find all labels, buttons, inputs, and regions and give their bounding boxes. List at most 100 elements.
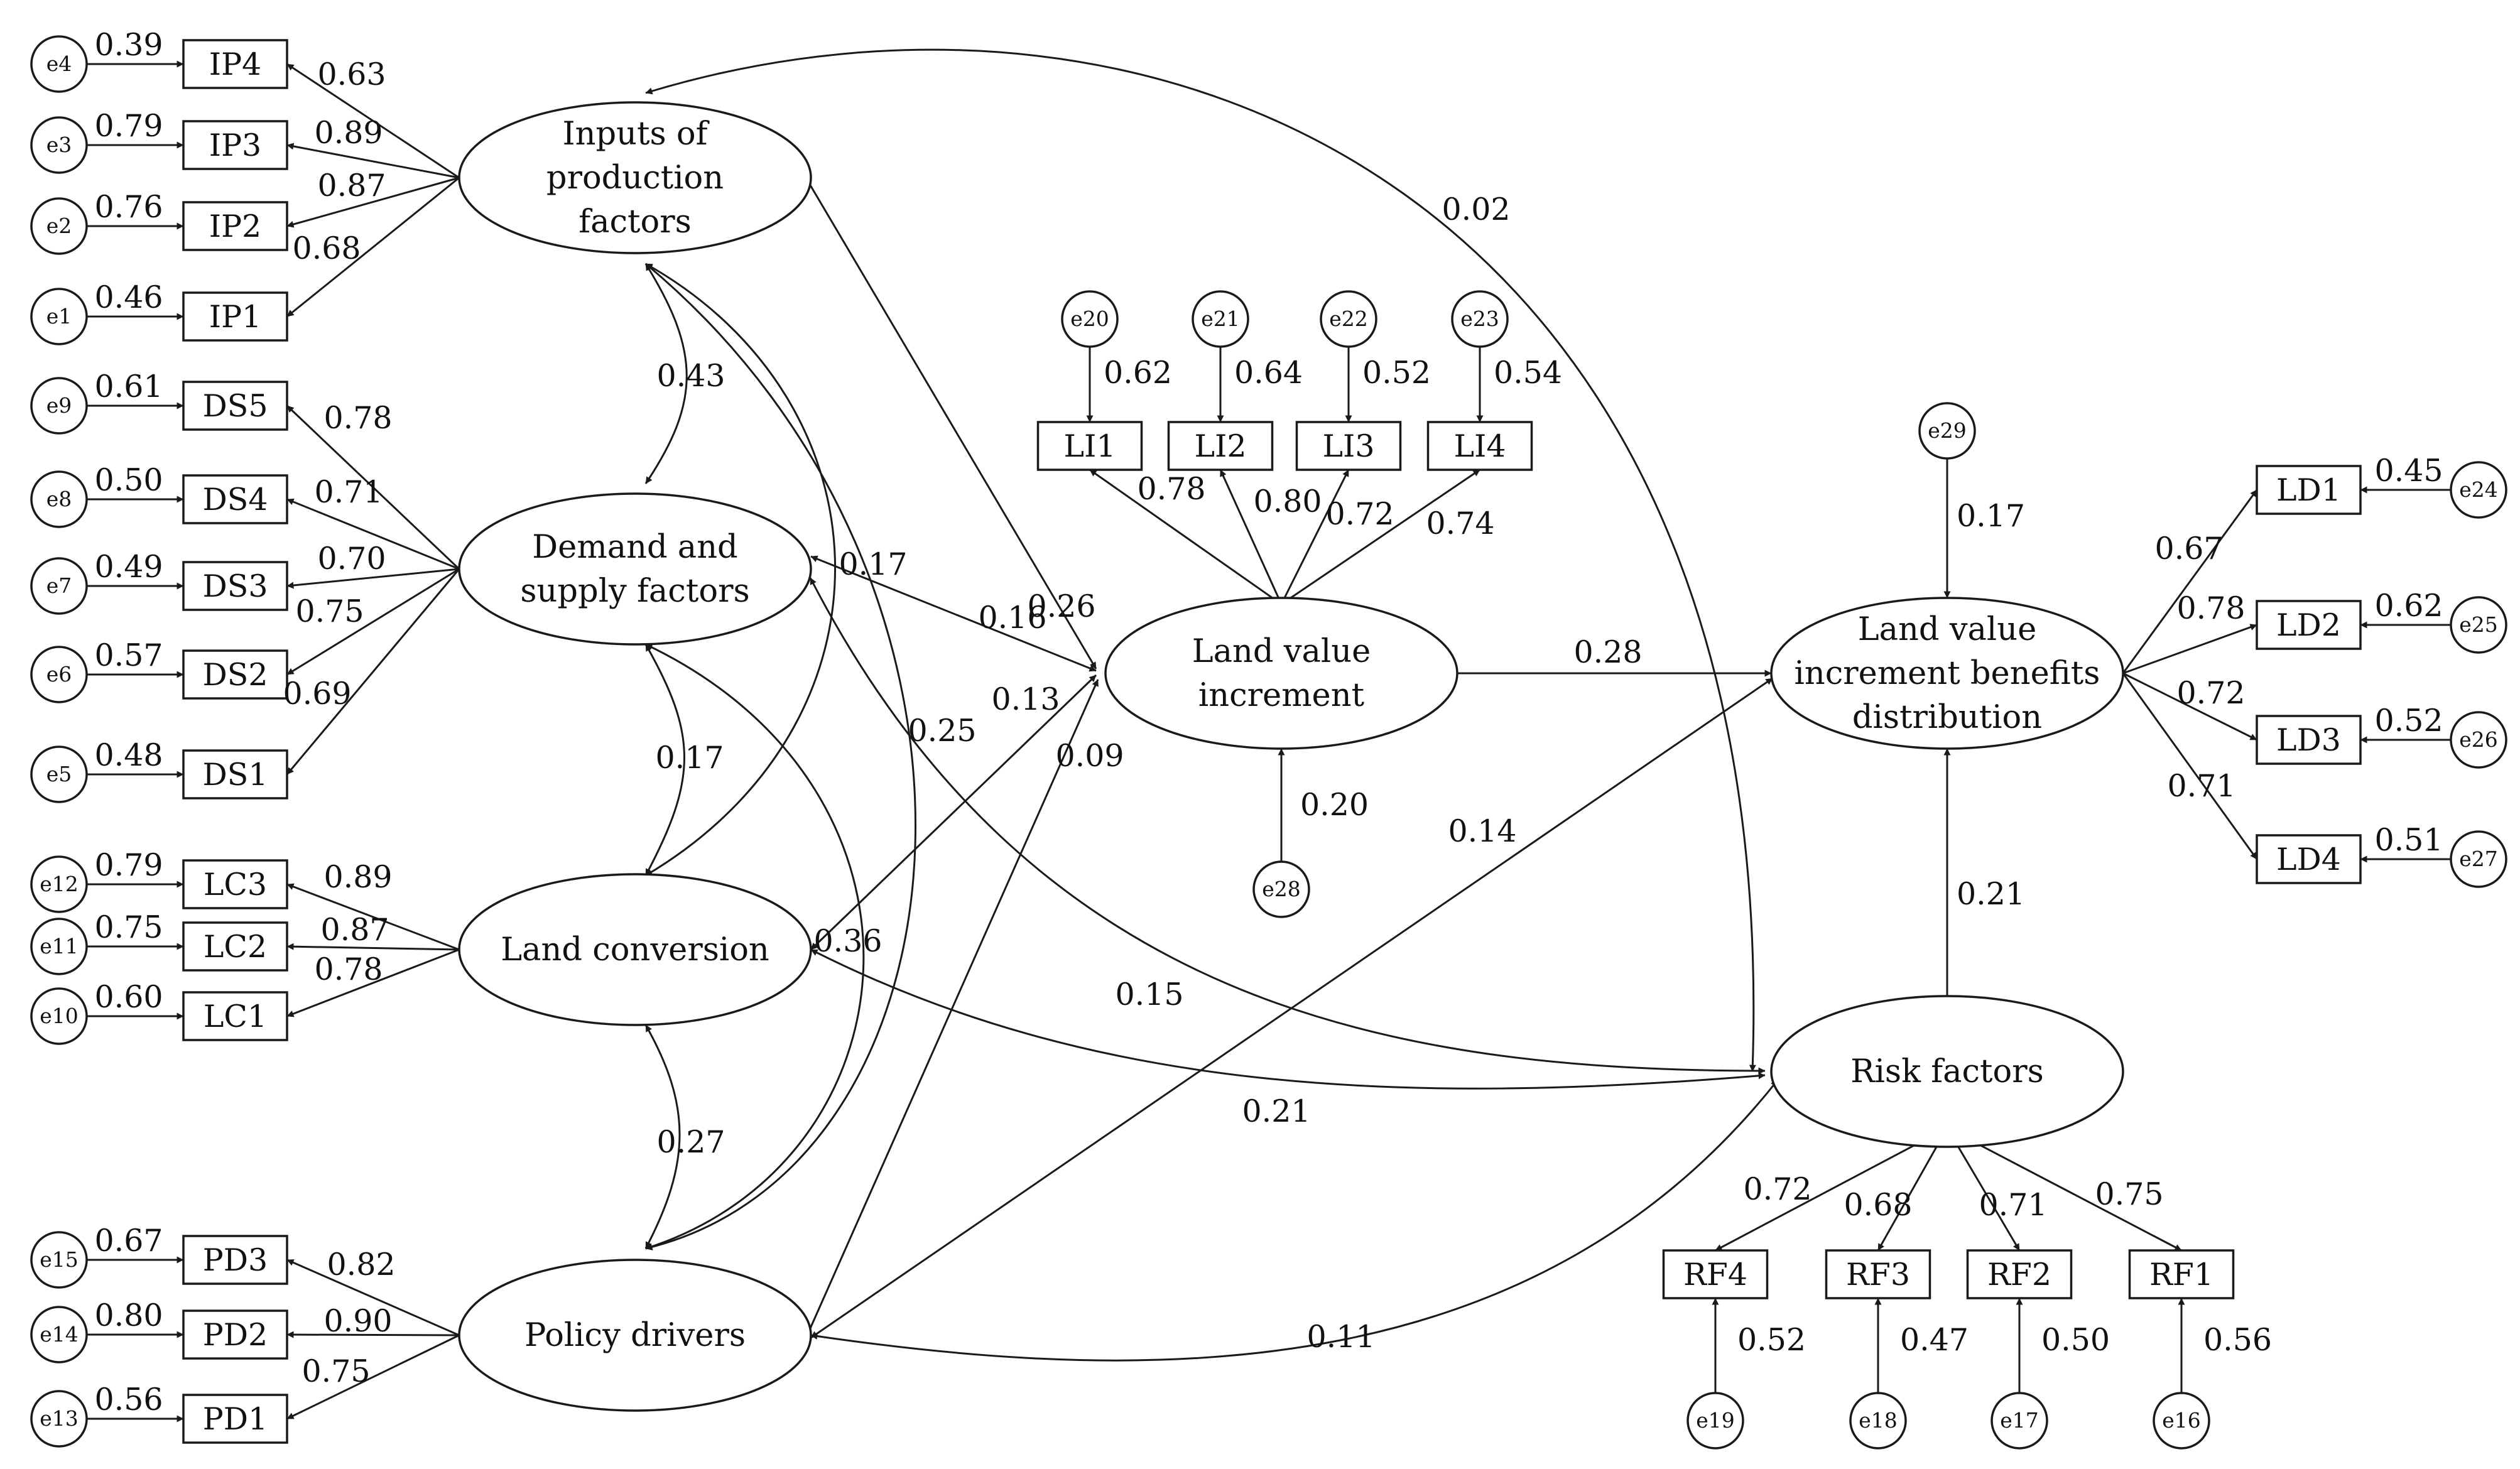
error-path-label-e23: 0.54 [1494,355,1562,391]
indicator-ld4: LD4 [2256,834,2362,884]
error-path-label-e28: 0.20 [1300,787,1369,823]
indicator-pd3-label: PD3 [203,1242,268,1278]
latent-land-conversion: Land conversion [458,873,812,1026]
loading-path-pd3 [286,1259,460,1336]
path-pd-lvi [809,679,1099,1329]
latent-demand-supply-factors-label-line: Demand and [532,529,737,566]
indicator-pd1-label: PD1 [203,1401,268,1437]
indicator-ld2-label: LD2 [2276,607,2341,643]
loading-path-ds3 [286,568,460,589]
error-path-label-e18: 0.47 [1900,1322,1969,1358]
error-term-e26-label: e26 [2459,727,2498,752]
error-term-e28: e28 [1252,860,1310,918]
error-term-e13: e13 [30,1390,88,1448]
error-term-e7: e7 [30,557,88,615]
loading-path-rf1 [1947,1127,2182,1252]
error-term-e12: e12 [30,855,88,913]
error-term-e4-label: e4 [46,51,72,76]
indicator-pd3: PD3 [182,1235,288,1285]
indicator-ip3-label: IP3 [209,127,262,163]
indicator-ds1: DS1 [182,749,288,800]
loading-path-ld4 [2122,673,2258,860]
indicator-li3: LI3 [1295,421,1402,471]
error-path-label-e4: 0.39 [94,27,163,63]
loading-label-ip1: 0.68 [292,230,361,266]
error-term-e2-label: e2 [46,214,72,238]
indicator-ds1-label: DS1 [202,757,268,793]
error-term-e24: e24 [2450,461,2507,519]
indicator-rf2-label: RF2 [1987,1257,2051,1293]
loading-label-rf3: 0.68 [1844,1187,1912,1223]
correlation-label-lc-pd: 0.27 [656,1124,725,1160]
loading-path-ip4 [286,63,460,179]
error-path-label-e21: 0.64 [1234,355,1303,391]
latent-land-value-increment-benefits-distribution-label-line: distribution [1852,699,2042,736]
error-term-e12-label: e12 [40,872,79,896]
loading-path-lc2 [286,943,460,951]
error-term-e27-label: e27 [2459,847,2498,871]
indicator-ld3-label: LD3 [2276,722,2341,758]
latent-risk-factors: Risk factors [1770,995,2124,1148]
error-term-e28-label: e28 [1262,877,1301,901]
error-path-label-e1: 0.46 [94,279,163,315]
error-term-e19-label: e19 [1696,1408,1735,1433]
correlation-label-ds-pd: 0.36 [813,923,882,959]
latent-land-conversion-label-line: Land conversion [501,931,769,968]
indicator-ds2: DS2 [182,649,288,700]
indicator-ds5: DS5 [182,381,288,431]
error-term-e20: e20 [1061,290,1119,348]
loading-label-rf1: 0.75 [2095,1176,2163,1212]
path-label-lvi-lvb: 0.28 [1573,634,1642,670]
loading-label-ds5: 0.78 [323,400,392,436]
indicator-ip4-label: IP4 [209,46,262,82]
error-term-e3-label: e3 [46,133,72,157]
error-term-e21: e21 [1192,290,1249,348]
error-path-label-e27: 0.51 [2374,822,2443,858]
error-term-e6: e6 [30,646,88,703]
error-term-e9: e9 [30,377,88,435]
path-label-ip-lvi: 0.26 [1027,588,1095,624]
loading-label-li3: 0.72 [1325,496,1394,532]
loading-path-ld3 [2122,672,2257,741]
indicator-li4: LI4 [1426,421,1533,471]
error-term-e25-label: e25 [2459,612,2498,637]
indicator-ds5-label: DS5 [202,388,268,424]
indicator-rf3: RF3 [1825,1249,1931,1299]
error-term-e13-label: e13 [40,1406,79,1431]
indicator-pd1: PD1 [182,1394,288,1444]
correlation-label-ip-ds: 0.43 [656,358,725,394]
error-term-e25: e25 [2450,596,2507,654]
error-term-e29-label: e29 [1928,418,1967,443]
error-path-label-e5: 0.48 [94,737,163,773]
error-term-e8-label: e8 [46,487,72,511]
error-term-e24-label: e24 [2459,477,2498,502]
error-term-e14-label: e14 [40,1322,79,1347]
error-path-label-e3: 0.79 [94,108,163,144]
error-path-label-e8: 0.50 [94,462,163,498]
indicator-ld4-label: LD4 [2276,842,2341,877]
loading-label-pd2: 0.90 [323,1303,392,1339]
latent-land-value-increment-label-line: Land value [1192,633,1371,670]
path-label-lc-lvi: 0.13 [991,681,1060,717]
loading-path-lc1 [286,948,460,1017]
correlation-label-ds-rf: 0.15 [1115,977,1183,1012]
error-term-e6-label: e6 [46,662,72,686]
indicator-ds4-label: DS4 [202,482,268,518]
indicator-ip2-label: IP2 [209,209,262,244]
error-term-e11: e11 [30,918,88,975]
error-term-e23-label: e23 [1460,306,1499,331]
loading-label-ds2: 0.75 [295,594,364,629]
loading-path-rf3 [1877,1127,1948,1251]
indicator-ds3-label: DS3 [202,568,268,604]
correlation-label-pd-rf: 0.11 [1306,1319,1375,1355]
path-label-pd-lvb: 0.14 [1448,813,1516,849]
loading-label-lc2: 0.87 [320,912,389,948]
loading-label-ds1: 0.69 [283,676,351,712]
loading-label-ld1: 0.67 [2154,531,2223,566]
error-path-label-e25: 0.62 [2374,588,2443,624]
indicator-ip1-label: IP1 [209,299,262,335]
loading-path-lc3 [286,883,460,951]
indicator-ip2: IP2 [182,201,288,251]
indicator-ds2-label: DS2 [202,657,268,693]
error-path-label-e13: 0.56 [94,1382,163,1418]
